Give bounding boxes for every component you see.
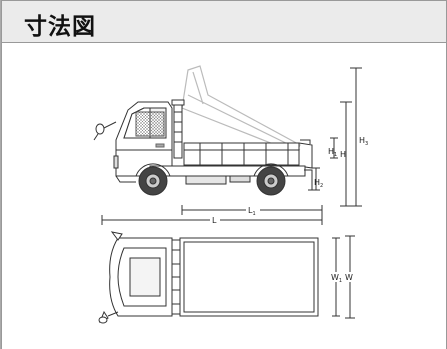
page-title: 寸法図 [24,14,96,40]
dim-h2-line [312,167,320,191]
headboard [171,99,185,159]
label-h1: H1 [328,147,337,158]
side-dimension-lines [101,67,362,225]
dim-h1-line [330,137,338,159]
raised-bed-ghost [181,65,301,154]
label-w: W [345,273,353,282]
side-mirror [93,121,117,141]
side-dimension-labels: H3 H H1 H2 L L1 [210,136,368,225]
dim-h-line [340,101,352,207]
truck-top-view [98,231,319,324]
chassis [149,165,313,191]
front-wheel [135,163,171,196]
truck-cab [113,101,173,183]
top-dimension-labels: W1 W [330,272,355,284]
label-w1: W1 [331,273,342,284]
top-bed [179,237,319,317]
rear-wheel [253,163,289,196]
label-h: H [340,150,346,159]
label-h2: H2 [314,178,323,189]
label-l: L [212,216,217,225]
top-mirror-upper [110,231,123,241]
label-l1: L1 [248,206,256,217]
header-bar: 寸法図 [1,0,447,43]
dump-body [183,139,313,169]
label-h3: H3 [359,136,368,147]
truck-side-view [93,65,313,196]
